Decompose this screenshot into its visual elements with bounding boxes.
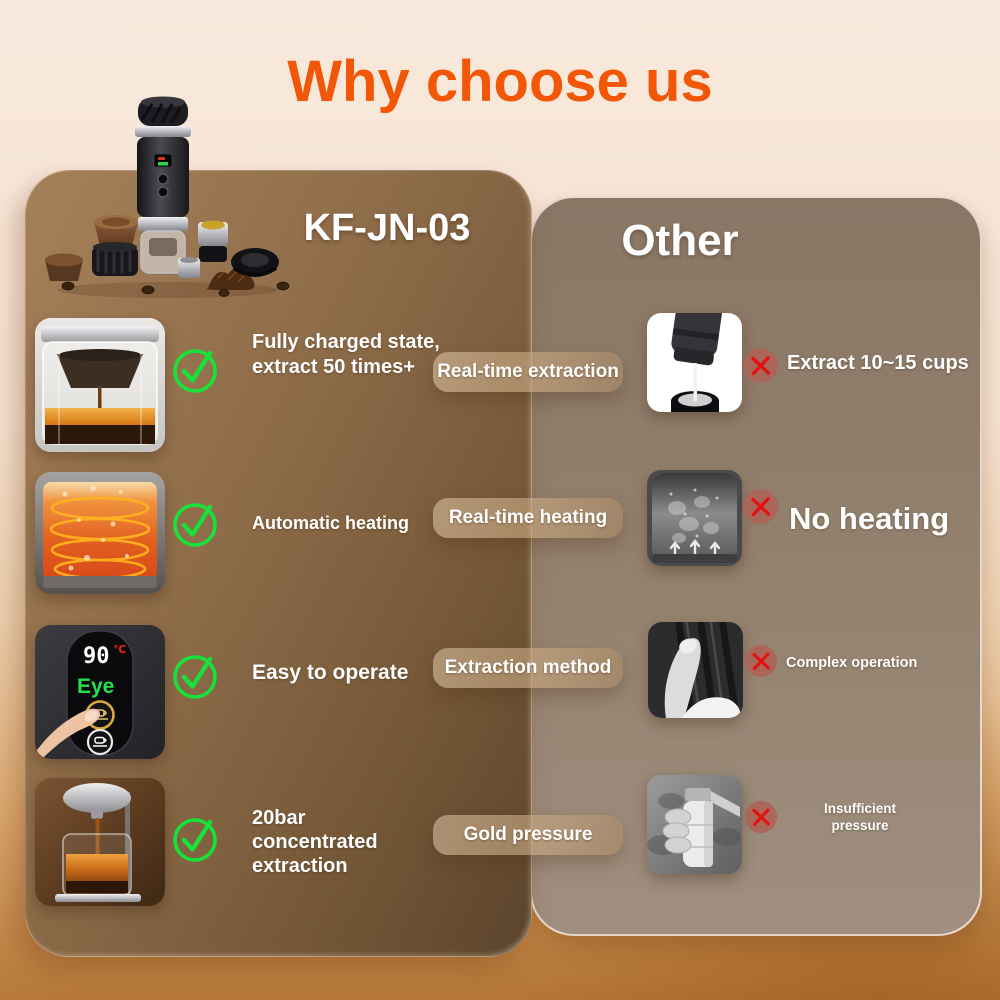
boiling-heating-coils-photo <box>35 472 165 594</box>
our-feature-text: 20bar concentrated extraction <box>252 807 378 877</box>
our-feature-text: Easy to operate <box>252 661 409 684</box>
our-product-heading: KF-JN-03 <box>303 207 471 249</box>
feature-pill: Gold pressure <box>433 815 623 855</box>
manual-grinder-photo <box>647 775 742 874</box>
one-touch-control-panel-photo: 90 ℃ Eye <box>35 625 165 759</box>
clear-cup-extraction-photo <box>35 318 165 452</box>
x-circle-icon <box>742 488 779 530</box>
hand-gripping-device-photo <box>648 622 743 718</box>
x-circle-icon <box>742 347 779 389</box>
cold-condensation-photo <box>647 470 742 566</box>
other-feature-text: Complex operation <box>786 655 918 671</box>
check-circle-icon <box>169 341 221 402</box>
other-feature-text: Extract 10~15 cups <box>787 352 969 374</box>
product-collage-photo <box>28 90 313 302</box>
feature-pill: Extraction method <box>433 648 623 688</box>
screen-temperature: 90 <box>83 644 110 669</box>
our-feature-text: Fully charged state, extract 50 times+ <box>252 331 440 378</box>
feature-pill: Real-time heating <box>433 498 623 538</box>
check-circle-icon <box>169 810 221 871</box>
our-feature-text: Automatic heating <box>252 513 410 533</box>
screen-mode-label: Eye <box>77 675 114 698</box>
x-circle-icon <box>744 644 778 683</box>
x-circle-icon <box>744 800 778 839</box>
device-pouring-into-cup-photo <box>647 313 742 412</box>
other-feature-text: Insufficient pressure <box>823 801 896 833</box>
screen-temperature-unit: ℃ <box>113 643 126 656</box>
espresso-20bar-pour-photo <box>35 778 165 906</box>
other-feature-text: No heating <box>789 501 950 536</box>
check-circle-icon <box>169 647 221 708</box>
check-circle-icon <box>169 495 221 556</box>
page-title: Why choose us <box>287 49 713 114</box>
other-product-heading: Other <box>621 216 739 265</box>
feature-pill: Real-time extraction <box>433 352 623 392</box>
